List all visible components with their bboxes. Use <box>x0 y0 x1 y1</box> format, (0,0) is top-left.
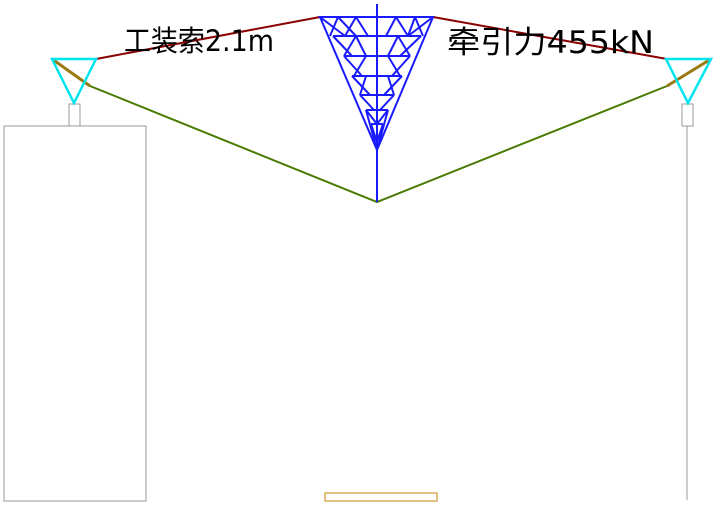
tower-member <box>343 55 363 77</box>
right-pull-cable <box>432 16 668 60</box>
tower-member <box>383 75 403 96</box>
tower-member <box>407 16 434 37</box>
tower-member <box>407 16 416 37</box>
tower-member <box>351 75 371 96</box>
tower-member <box>376 109 389 125</box>
tower-member <box>387 75 395 96</box>
left-anchor-post <box>68 103 81 127</box>
tower-member <box>376 123 384 143</box>
left-pier <box>3 125 147 502</box>
tower-member <box>370 123 378 143</box>
tower-member <box>319 16 346 37</box>
right-force-label: 牵引力455kN <box>447 25 654 61</box>
left-pull-cable <box>95 16 321 60</box>
tower-member <box>399 35 422 57</box>
tower-member <box>332 35 353 57</box>
tower-member <box>365 109 378 125</box>
tower-member <box>385 16 397 37</box>
bottom-plate <box>324 492 438 502</box>
tower-member <box>329 16 339 37</box>
tower-member <box>391 55 411 77</box>
tower-member <box>387 35 399 57</box>
tower-member <box>355 16 369 37</box>
triangle-pulley-icon <box>663 57 714 106</box>
right-anchor-post <box>681 103 694 127</box>
tower-member <box>337 16 357 37</box>
triangle-pulley-icon <box>49 57 99 106</box>
tower-member <box>343 35 357 57</box>
tower-member <box>353 55 367 77</box>
tower-member <box>395 16 409 37</box>
tower-member <box>365 109 378 151</box>
tower-member <box>387 55 401 77</box>
tower-member <box>359 94 375 111</box>
tower-member <box>359 75 367 96</box>
tower-member <box>355 35 367 57</box>
tower-member <box>397 35 411 57</box>
tower-member <box>376 109 389 151</box>
tower-member <box>379 94 395 111</box>
tower-member <box>344 16 357 37</box>
left-cable-label: 工装索2.1m <box>124 24 274 58</box>
right-short-link <box>666 57 712 88</box>
lattice-tower <box>318 4 435 202</box>
